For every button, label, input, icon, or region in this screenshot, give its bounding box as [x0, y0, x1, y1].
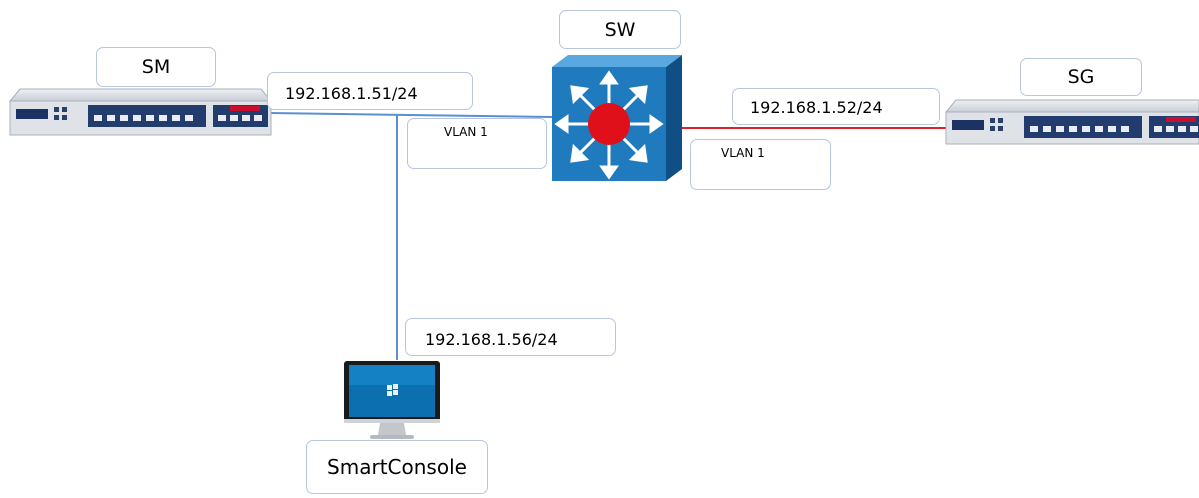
sm-label: SM	[96, 47, 216, 87]
smartconsole-label: SmartConsole	[306, 440, 488, 494]
sg-label: SG	[1020, 58, 1142, 96]
sm-ip-label: 192.168.1.51/24	[267, 72, 473, 110]
vlan-left-label: VLAN 1	[407, 118, 547, 169]
monitor-icon	[344, 361, 440, 439]
sg-ip-label: 192.168.1.52/24	[732, 88, 940, 125]
appliance-sg-icon	[944, 99, 1199, 145]
switch-icon	[552, 55, 682, 181]
vlan-right-label: VLAN 1	[690, 139, 831, 190]
appliance-sm-icon	[8, 88, 273, 136]
sm-to-switch-link	[269, 112, 553, 118]
sw-label: SW	[559, 10, 681, 49]
console-ip-label: 192.168.1.56/24	[405, 318, 616, 356]
